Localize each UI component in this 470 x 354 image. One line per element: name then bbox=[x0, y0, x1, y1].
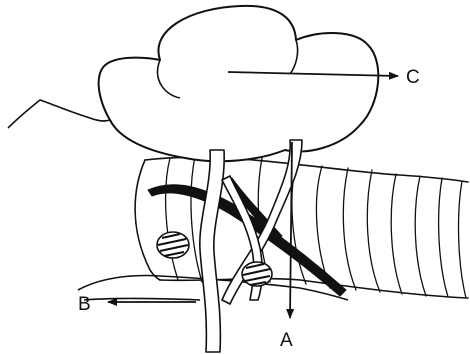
vessel-left bbox=[200, 150, 224, 352]
label-a: A bbox=[280, 330, 293, 351]
tube-left-end bbox=[135, 160, 160, 280]
label-c: C bbox=[406, 67, 420, 88]
left-strand bbox=[8, 100, 110, 128]
label-b: B bbox=[78, 294, 91, 315]
upper-mass bbox=[99, 6, 379, 161]
lower-left-band-bottom bbox=[84, 299, 200, 301]
